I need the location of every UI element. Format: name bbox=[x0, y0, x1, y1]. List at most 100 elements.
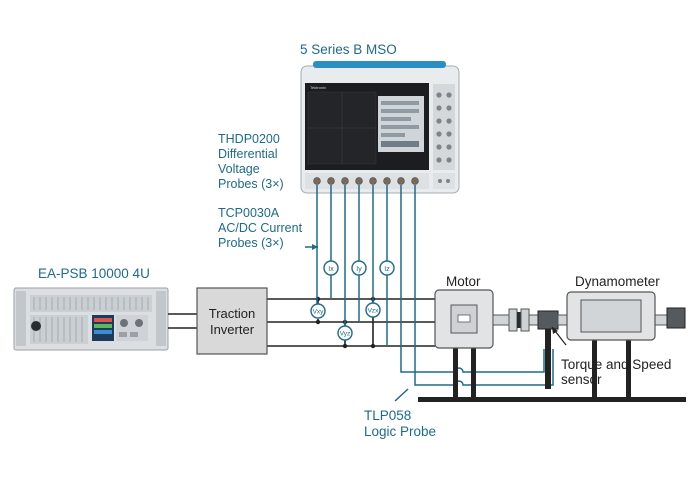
motor-label: Motor bbox=[446, 274, 481, 289]
scope-menu-line bbox=[381, 133, 405, 137]
knob-icon bbox=[446, 92, 452, 98]
motor-plate bbox=[457, 314, 471, 323]
shaft bbox=[528, 314, 539, 326]
current-probe-tags: Ix Iy Iz bbox=[323, 260, 395, 276]
voltage-probe-desc: Differential bbox=[218, 147, 278, 161]
knob-icon bbox=[446, 131, 452, 137]
psu-button-icon bbox=[130, 332, 138, 337]
current-probe-label: Iy bbox=[356, 266, 362, 273]
scope-control-panel bbox=[433, 84, 455, 170]
sensor-stand bbox=[545, 329, 551, 389]
psu-display-row bbox=[94, 318, 112, 322]
knob-icon bbox=[446, 105, 452, 111]
dynamometer-label: Dynamometer bbox=[575, 274, 660, 289]
connector-icon bbox=[327, 177, 335, 185]
knob-icon bbox=[135, 319, 143, 327]
dyno-stand-left bbox=[592, 339, 597, 397]
motor bbox=[434, 289, 494, 402]
power-switch-icon bbox=[31, 321, 41, 331]
inverter-label-line1: Traction bbox=[209, 306, 255, 321]
logic-probe-pointer bbox=[394, 388, 409, 402]
probe-wiring bbox=[305, 185, 554, 402]
voltage-probe-tags: Vxy Vzx Vyz bbox=[310, 302, 381, 341]
voltage-probe-desc: Voltage bbox=[218, 162, 260, 176]
knob-icon bbox=[446, 157, 452, 163]
voltage-probe-label: Vyz bbox=[340, 331, 351, 338]
shaft bbox=[492, 314, 510, 326]
connector-icon bbox=[397, 177, 405, 185]
psu-vent-slots bbox=[33, 317, 83, 342]
motor-stand-left bbox=[453, 347, 458, 402]
torque-sensor bbox=[537, 310, 559, 330]
scope-aux-panel bbox=[433, 173, 455, 189]
motor-stand-right bbox=[471, 347, 476, 402]
scope-menu-line bbox=[381, 101, 419, 105]
sensor-label-line2: sensor bbox=[561, 372, 602, 387]
voltage-probe-vxy bbox=[310, 303, 326, 319]
logic-probe-model: TLP058 bbox=[364, 408, 412, 423]
scope-handle bbox=[313, 61, 446, 68]
scope-input-strip bbox=[305, 173, 429, 189]
connector-icon bbox=[355, 177, 363, 185]
scope-menu-line bbox=[381, 109, 419, 113]
knob-icon bbox=[446, 118, 452, 124]
knob-icon bbox=[436, 144, 442, 150]
psu-vent-top bbox=[30, 295, 152, 312]
scope-menu-line bbox=[381, 117, 411, 121]
coupling-icon bbox=[517, 312, 521, 328]
knob-icon bbox=[436, 131, 442, 137]
current-probe-count: Probes (3×) bbox=[218, 236, 284, 250]
knob-icon bbox=[438, 179, 442, 183]
voltage-probe-model: THDP0200 bbox=[218, 132, 280, 146]
coupling-icon bbox=[508, 308, 518, 332]
connector-icon bbox=[341, 177, 349, 185]
psu-vent-slots bbox=[33, 297, 149, 310]
connector-icon bbox=[369, 177, 377, 185]
knob-icon bbox=[436, 92, 442, 98]
voltage-probe-vyz bbox=[337, 325, 353, 341]
logic-cable-2 bbox=[414, 185, 554, 386]
current-probe-iz bbox=[379, 260, 395, 276]
knob-icon bbox=[436, 157, 442, 163]
psu-handle-left bbox=[16, 291, 26, 346]
connector-icon bbox=[411, 177, 419, 185]
oscilloscope: Tektronix bbox=[300, 61, 460, 194]
power-supply bbox=[13, 287, 169, 351]
psu-display-row bbox=[94, 324, 112, 328]
scope-menu-button bbox=[381, 141, 419, 147]
knob-icon bbox=[436, 118, 442, 124]
dyno-core bbox=[580, 299, 642, 333]
scope-brand: Tektronix bbox=[310, 85, 326, 90]
knob-icon bbox=[446, 144, 452, 150]
test-bench-base bbox=[418, 397, 686, 402]
arrow-icon bbox=[552, 327, 558, 334]
voltage-probe-count: Probes (3×) bbox=[218, 177, 284, 191]
scope-input-connectors bbox=[313, 177, 419, 185]
current-probe-ix bbox=[323, 260, 339, 276]
logic-probe-desc: Logic Probe bbox=[364, 424, 437, 439]
knob-icon bbox=[446, 179, 450, 183]
current-probe-model: TCP0030A bbox=[218, 206, 280, 220]
psu-display-row bbox=[94, 330, 112, 334]
arrow-icon bbox=[312, 244, 318, 250]
dyno-stand-right bbox=[626, 339, 631, 397]
dyno-end-cap bbox=[666, 307, 686, 329]
current-probe-iy bbox=[351, 260, 367, 276]
traction-inverter-box bbox=[196, 287, 268, 355]
coupling-icon bbox=[520, 308, 530, 332]
scope-title: 5 Series B MSO bbox=[300, 42, 397, 57]
dynamometer bbox=[566, 291, 656, 397]
voltage-probe-label: Vzx bbox=[368, 308, 380, 315]
current-probe-desc: AC/DC Current bbox=[218, 221, 303, 235]
knob-icon bbox=[436, 105, 442, 111]
psu-control-area bbox=[116, 315, 148, 341]
current-probe-label: Ix bbox=[328, 266, 334, 273]
psu-handle-right bbox=[156, 291, 166, 346]
voltage-probe-vzx bbox=[365, 302, 381, 318]
psu-button-icon bbox=[119, 332, 127, 337]
current-probe-label: Iz bbox=[384, 266, 390, 273]
voltage-probe-label: Vxy bbox=[313, 309, 325, 316]
power-supply-label: EA-PSB 10000 4U bbox=[38, 266, 150, 281]
